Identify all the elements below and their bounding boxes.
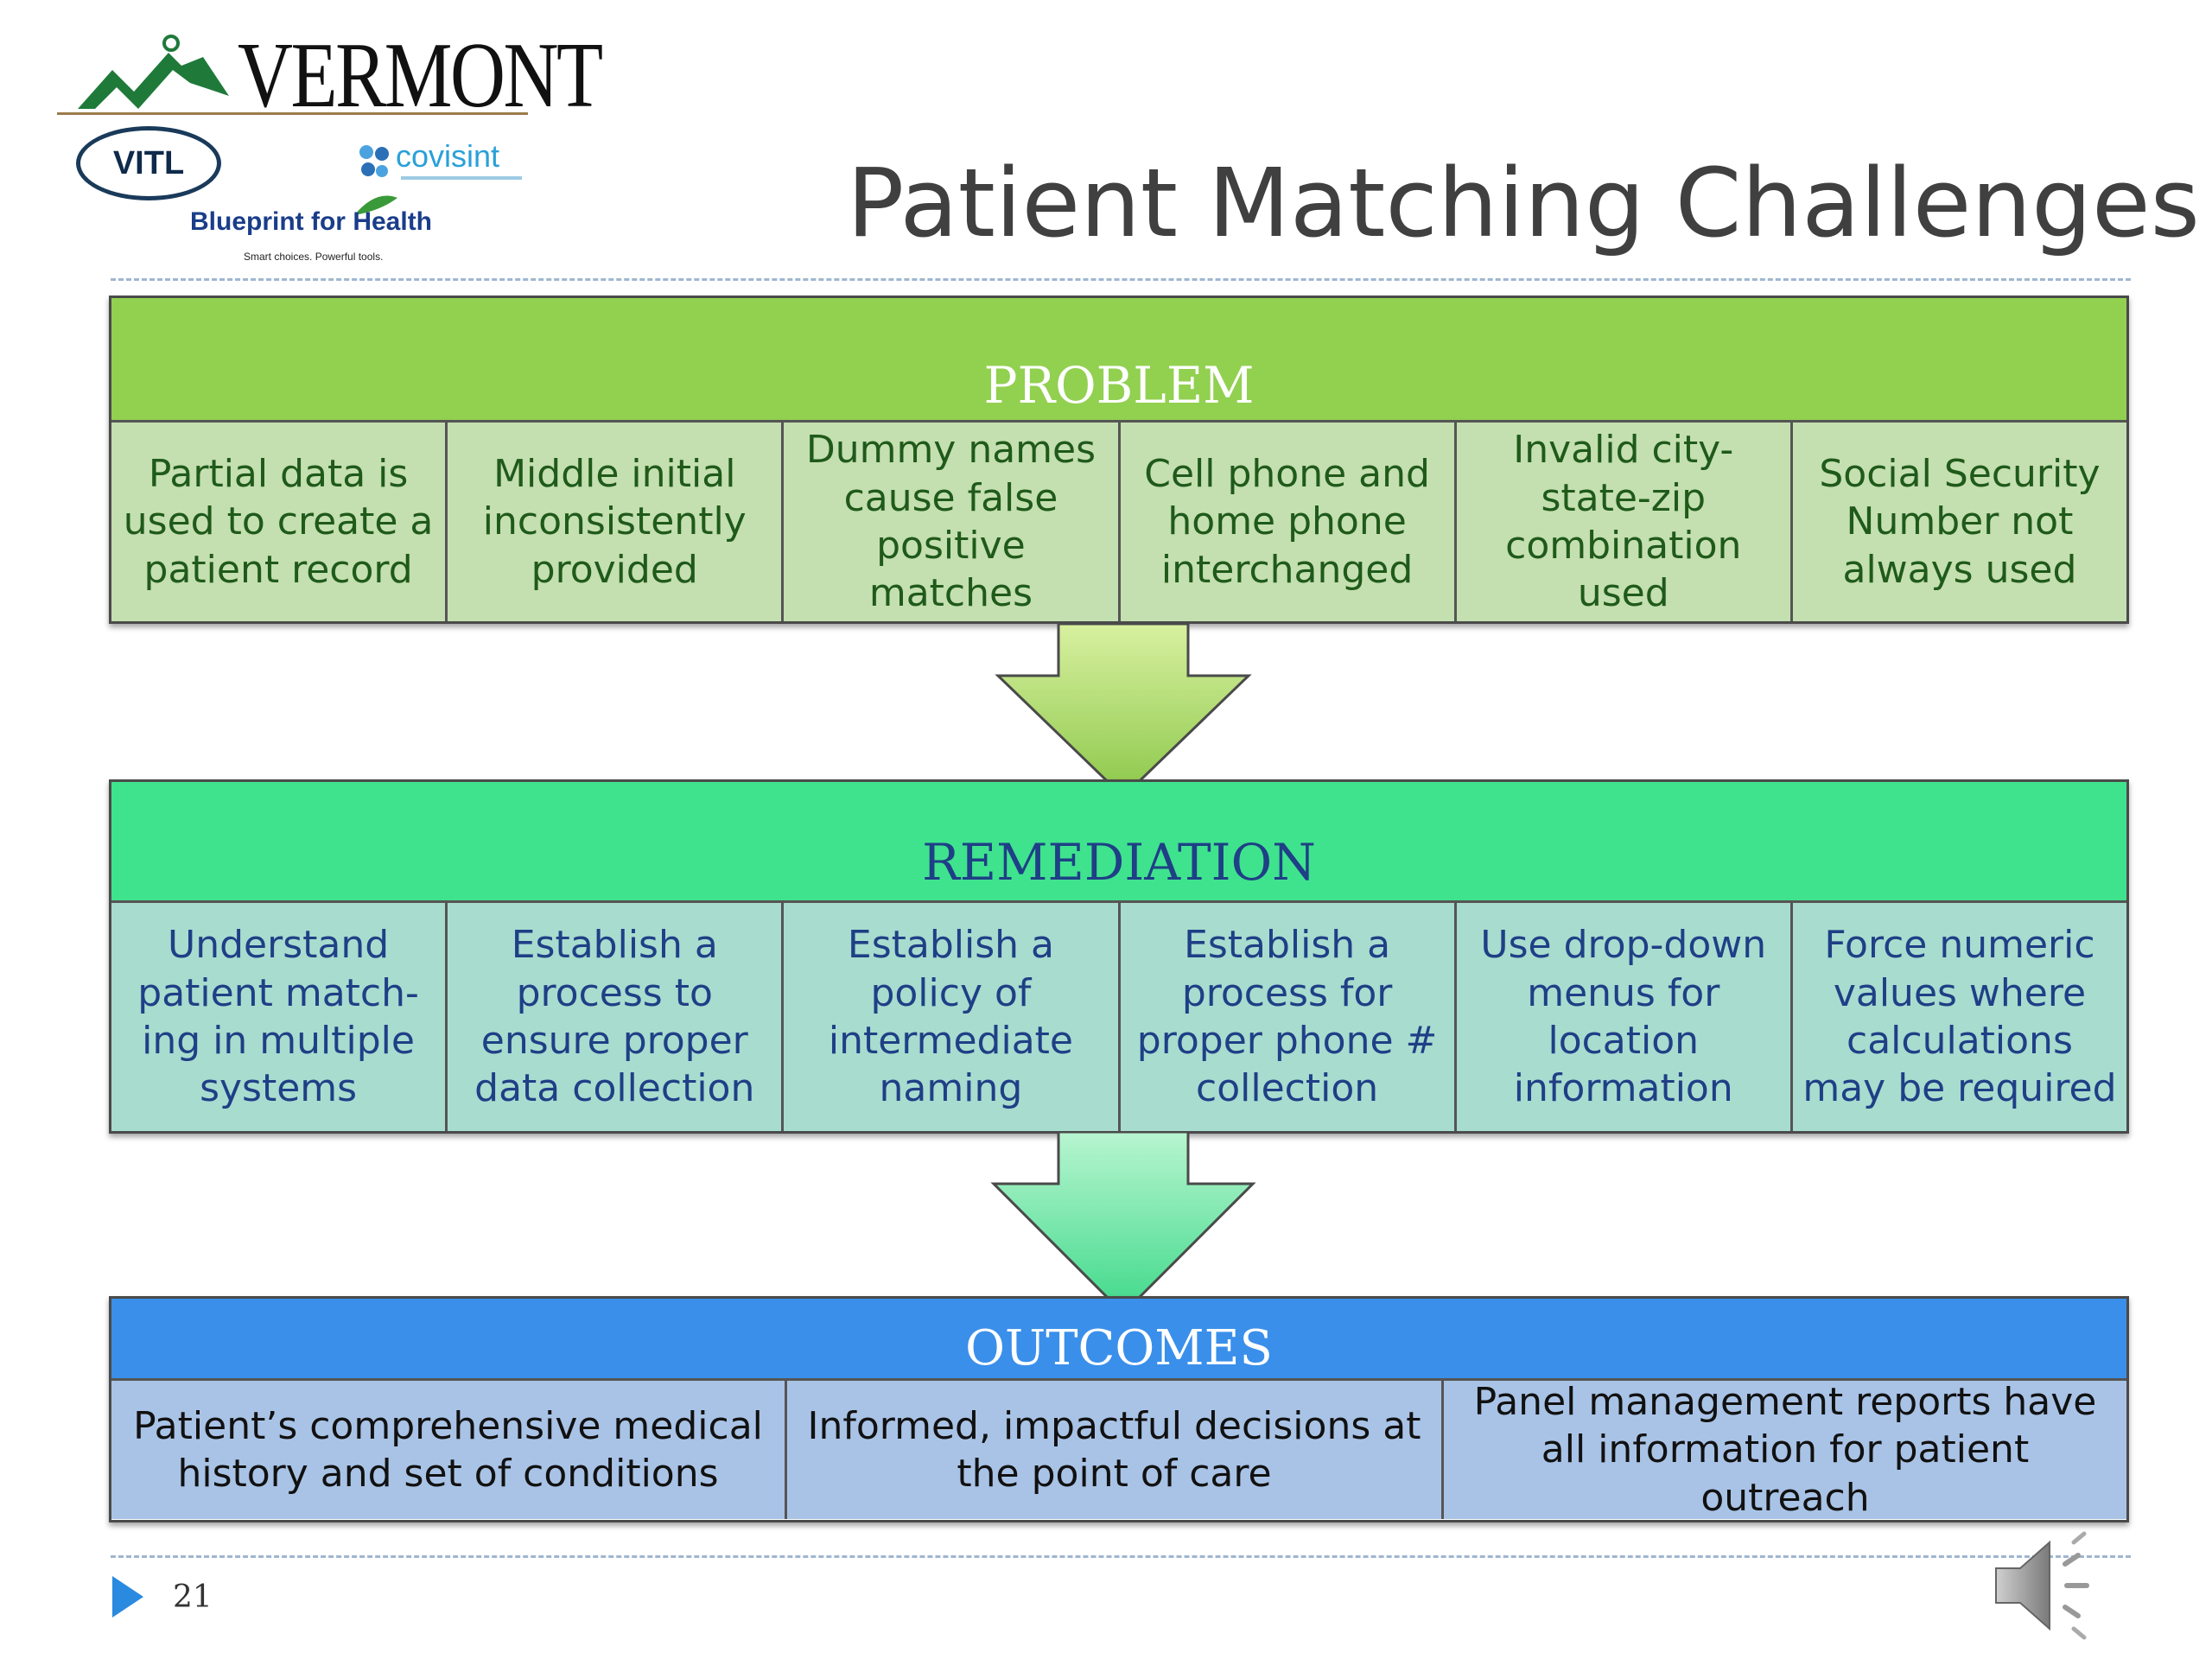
remediation-heading: REMEDIATION — [111, 782, 2126, 903]
outcome-item: Panel management reports have all inform… — [1473, 1379, 2097, 1520]
outcomes-section: OUTCOMES Patient’s comprehensive medical… — [109, 1296, 2129, 1522]
problem-item: Social Security Number not always used — [1819, 451, 2101, 592]
play-triangle-icon — [112, 1576, 143, 1618]
outcome-item: Informed, impactful decisions at the poi… — [787, 1381, 1444, 1519]
covisint-logo-text: covisint — [396, 138, 500, 174]
vermont-logo-text: VERMONT — [238, 24, 603, 127]
problem-item: Invalid city-state-zip combination used — [1457, 423, 1793, 621]
covisint-dots-icon — [359, 145, 389, 177]
vermont-mountain-icon — [78, 35, 229, 109]
slide-title: Patient Matching Challenges — [847, 148, 2200, 258]
remediation-row: Understand patient match-ing in multiple… — [111, 903, 2126, 1131]
outcome-item: Patient’s comprehensive medical history … — [111, 1381, 787, 1519]
problem-heading: PROBLEM — [111, 298, 2126, 423]
problem-row: Partial data is used to create a patient… — [111, 423, 2126, 621]
problem-item: Dummy names cause false positive matches — [784, 423, 1121, 621]
remediation-item: Establish a process for proper phone # c… — [1121, 903, 1457, 1131]
logo-divider — [57, 112, 528, 115]
remediation-section: REMEDIATION Understand patient match-ing… — [109, 779, 2129, 1134]
remediation-item: Establish a policy of intermediate namin… — [784, 903, 1121, 1131]
blueprint-logo-text: Blueprint for Health — [190, 207, 433, 236]
remediation-item: Establish a process to ensure proper dat… — [448, 903, 785, 1131]
top-divider — [111, 278, 2131, 281]
covisint-underline — [401, 176, 522, 180]
problem-item: Middle initial inconsistently provided — [448, 423, 785, 621]
problem-item: Partial data is used to create a patient… — [111, 423, 448, 621]
vitl-logo: VITL — [76, 126, 221, 200]
problem-section: PROBLEM Partial data is used to create a… — [109, 296, 2129, 624]
down-arrow-icon — [990, 1132, 1256, 1316]
down-arrow-icon — [995, 624, 1252, 799]
outcomes-heading: OUTCOMES — [111, 1299, 2126, 1381]
problem-item: Cell phone and home phone interchanged — [1121, 423, 1457, 621]
remediation-item: Understand patient match-ing in multiple… — [111, 903, 448, 1131]
remediation-item: Use drop-down menus for location informa… — [1457, 903, 1793, 1131]
slide-number: 21 — [173, 1580, 213, 1615]
remediation-item: Force numeric values where calculations … — [1802, 923, 2117, 1111]
blueprint-tagline: Smart choices. Powerful tools. — [244, 251, 384, 263]
logo-area: VERMONT VITL covisint Blueprint for Heal… — [52, 24, 603, 275]
speaker-icon[interactable] — [1987, 1529, 2108, 1642]
outcomes-row: Patient’s comprehensive medical history … — [111, 1379, 2126, 1520]
bottom-divider — [111, 1555, 2131, 1558]
blueprint-leaf-icon — [354, 195, 397, 215]
